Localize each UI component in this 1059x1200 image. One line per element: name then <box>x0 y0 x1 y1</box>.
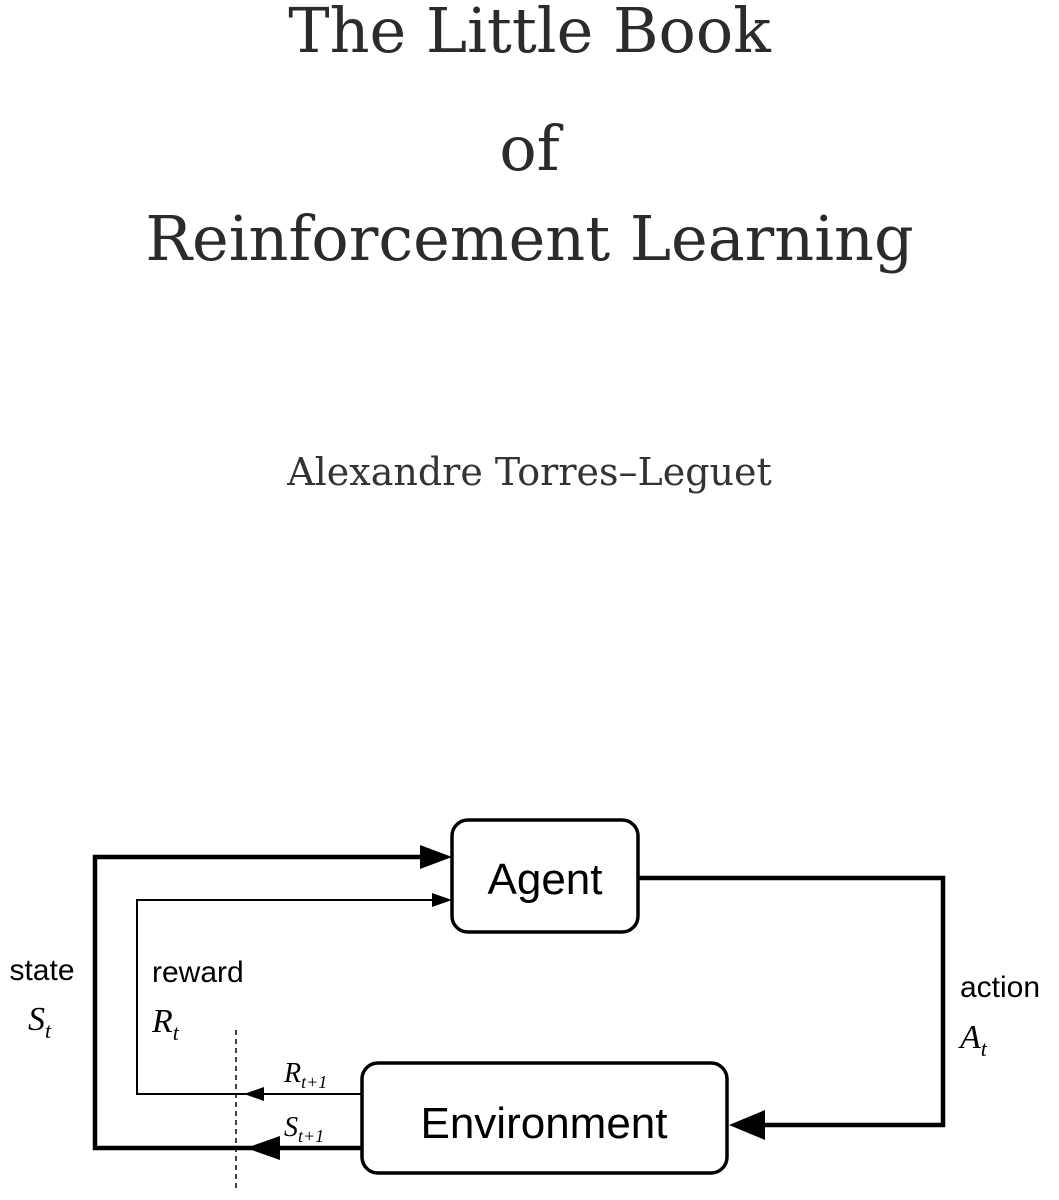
reward-word: reward <box>152 956 244 989</box>
action-arrowhead <box>729 1110 765 1140</box>
action-symbol: At <box>958 1019 988 1061</box>
title-line-2: of <box>499 112 560 185</box>
reward-symbol: Rt <box>151 1003 180 1045</box>
next-state-symbol: St+1 <box>284 1112 324 1146</box>
state-arrowhead <box>420 845 452 869</box>
title-line-1: The Little Book <box>288 0 771 67</box>
reward-arrowhead <box>432 893 452 907</box>
next-state-arrowhead <box>246 1136 280 1160</box>
environment-label: Environment <box>420 1099 667 1148</box>
state-arrow <box>92 854 420 1151</box>
action-word: action <box>960 971 1040 1004</box>
state-symbol: St <box>28 1001 52 1043</box>
state-word: state <box>9 954 74 987</box>
agent-environment-diagram: Agent Environment state St reward Rt act… <box>9 818 1040 1190</box>
title-line-3: Reinforcement Learning <box>145 202 914 275</box>
environment-box <box>360 1061 729 1175</box>
next-reward-arrowhead <box>244 1087 264 1101</box>
author-name: Alexandre Torres–Leguet <box>287 450 772 494</box>
next-reward-symbol: Rt+1 <box>283 1058 327 1092</box>
action-arrow <box>638 875 946 1128</box>
agent-label: Agent <box>488 855 603 904</box>
